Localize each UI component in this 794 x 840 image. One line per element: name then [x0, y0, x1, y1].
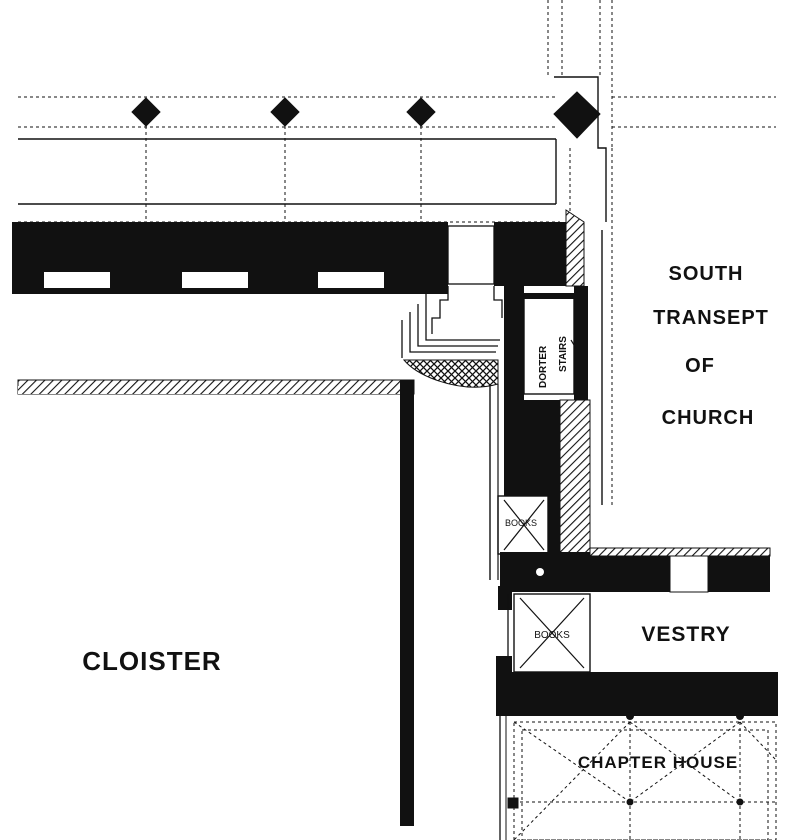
nave-south-wall: [12, 209, 585, 294]
slype-wall: [489, 384, 591, 580]
labels: SOUTH TRANSEPT OF CHURCH CLOISTER VESTRY…: [82, 263, 769, 772]
label-books-upper: BOOKS: [505, 518, 537, 528]
nave-piers: [131, 91, 601, 222]
processional-doorway: [401, 225, 503, 358]
label-dorter: DORTER: [538, 345, 549, 388]
label-stairs: STAIRS: [558, 336, 569, 372]
label-church: CHURCH: [662, 407, 755, 429]
label-chapter-house: CHAPTER HOUSE: [578, 753, 738, 772]
label-vestry: VESTRY: [641, 623, 730, 646]
label-transept: TRANSEPT: [653, 307, 769, 329]
label-books-lower: BOOKS: [534, 630, 570, 641]
label-cloister: CLOISTER: [82, 646, 221, 676]
dorter-stairs-block: [504, 286, 588, 402]
chapter-house-north-wall: [496, 656, 778, 720]
chapter-house-vault: [499, 716, 777, 840]
label-south: SOUTH: [669, 263, 744, 285]
cloister-walls: [17, 379, 415, 826]
label-of: OF: [685, 355, 715, 377]
paving-patch: [402, 359, 499, 388]
vestry-room: [507, 593, 591, 673]
vestry-north-wall: [498, 547, 771, 610]
